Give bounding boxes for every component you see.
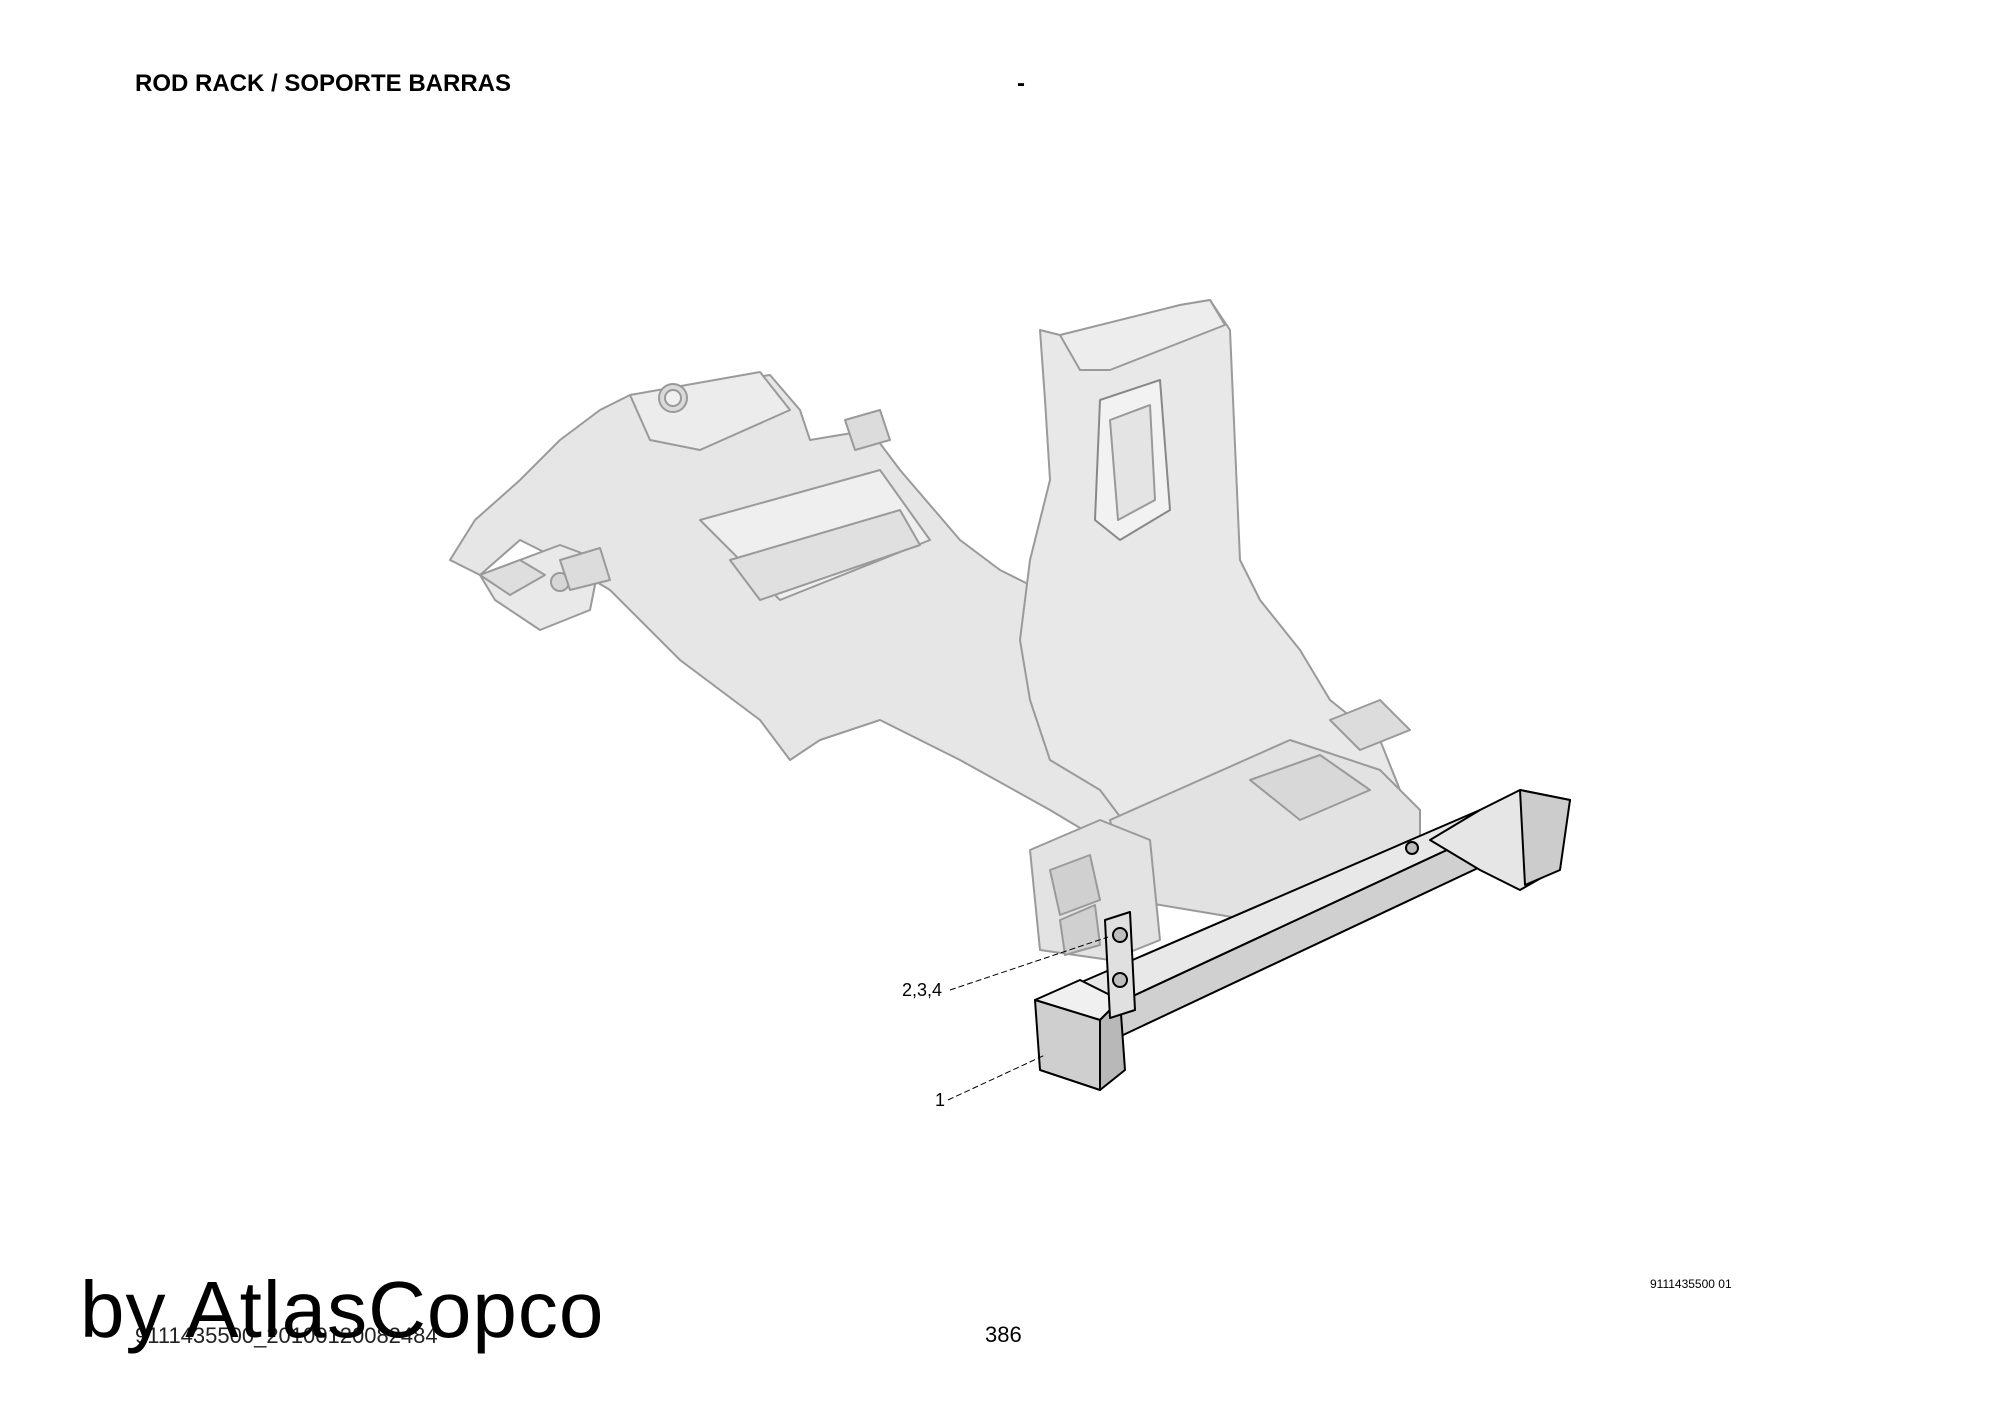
watermark: by AtlasCopco bbox=[80, 1265, 605, 1354]
document-id: 9111435500_20100120082484 bbox=[135, 1323, 438, 1348]
callout-leaders bbox=[947, 936, 1109, 1101]
page-subtitle: - bbox=[1017, 70, 1025, 97]
drawing-number: 9111435500 01 bbox=[1650, 1277, 1732, 1291]
machine-frame bbox=[449, 299, 1421, 961]
callout-label: 1 bbox=[935, 1090, 946, 1110]
page-number: 386 bbox=[985, 1322, 1022, 1347]
rod-rack-part bbox=[1034, 789, 1571, 1091]
page-title: ROD RACK / SOPORTE BARRAS bbox=[135, 70, 512, 97]
callout-label: 2,3,4 bbox=[902, 980, 943, 1000]
